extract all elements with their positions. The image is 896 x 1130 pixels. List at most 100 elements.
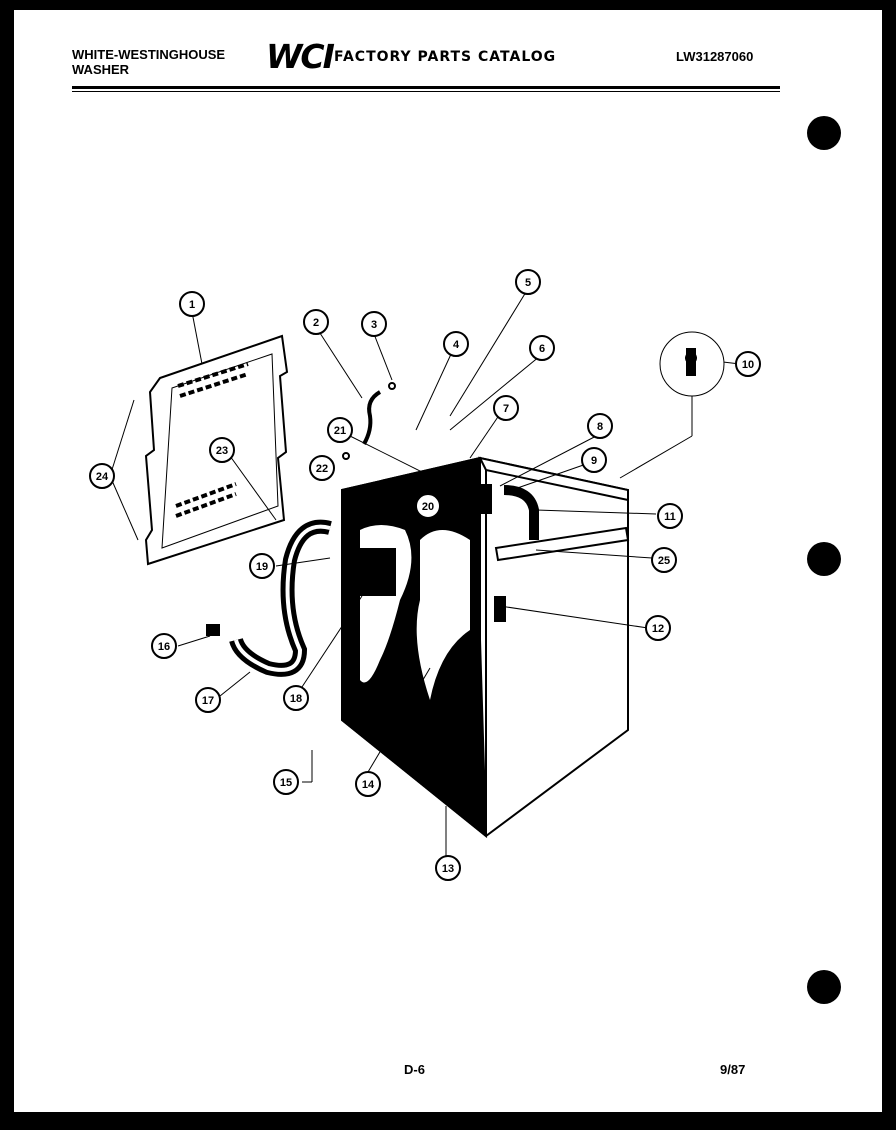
- fitting-part-20: [472, 484, 492, 514]
- inset-detail-circle: [659, 331, 725, 397]
- water-valve-part-18: [356, 548, 396, 596]
- callout-number: 15: [280, 777, 292, 789]
- callout-circle: [651, 547, 677, 573]
- callout-number: 7: [503, 403, 509, 415]
- callout-circle: [581, 447, 607, 473]
- washer-part-16: [206, 624, 220, 636]
- callout-24: 24: [89, 463, 115, 489]
- callout-circle: [443, 331, 469, 357]
- drain-hose: [503, 485, 539, 540]
- callout-circle: [327, 417, 353, 443]
- binder-hole-icon: [807, 542, 841, 576]
- callout-number: 21: [334, 425, 346, 437]
- callout-circle: [657, 503, 683, 529]
- callout-number: 1: [189, 299, 195, 311]
- binder-hole-icon: [807, 970, 841, 1004]
- callout-circle: [493, 395, 519, 421]
- callout-10: 10: [735, 351, 761, 377]
- callout-number: 25: [658, 555, 670, 567]
- clamp-part-3: [388, 382, 396, 390]
- callout-circle: [179, 291, 205, 317]
- callout-number: 14: [362, 779, 375, 791]
- callout-circle: [195, 687, 221, 713]
- brand-line-1: WHITE-WESTINGHOUSE: [72, 47, 226, 62]
- callout-circle: [249, 553, 275, 579]
- callout-number: 10: [742, 359, 754, 371]
- binder-hole-icon: [807, 116, 841, 150]
- callout-number: 2: [313, 317, 319, 329]
- callout-number: 17: [202, 695, 214, 707]
- callout-19: 19: [249, 553, 275, 579]
- header-rule-thin: [72, 91, 780, 92]
- callout-2: 2: [303, 309, 329, 335]
- callout-number: 16: [158, 641, 170, 653]
- callout-circle: [355, 771, 381, 797]
- callout-14: 14: [355, 771, 381, 797]
- callout-22: 22: [309, 455, 335, 481]
- callout-25: 25: [651, 547, 677, 573]
- model-number: LW31287060: [676, 49, 754, 64]
- brand-block: WHITE-WESTINGHOUSE WASHER: [72, 48, 225, 78]
- callout-number: 9: [591, 455, 597, 467]
- callout-6: 6: [529, 335, 555, 361]
- callout-circle: [361, 311, 387, 337]
- header-rule: [72, 86, 780, 89]
- clamp-part-22: [342, 452, 350, 460]
- callout-number: 6: [539, 343, 545, 355]
- callout-number: 20: [422, 501, 434, 513]
- hose-part-21: [362, 390, 382, 445]
- callout-number: 18: [290, 693, 302, 705]
- callout-16: 16: [151, 633, 177, 659]
- callout-circle: [587, 413, 613, 439]
- callout-circle: [515, 269, 541, 295]
- callout-21: 21: [327, 417, 353, 443]
- callout-circle: [283, 685, 309, 711]
- callout-17: 17: [195, 687, 221, 713]
- callout-9: 9: [581, 447, 607, 473]
- callout-circle: [645, 615, 671, 641]
- callout-number: 5: [525, 277, 531, 289]
- callout-circle: [435, 855, 461, 881]
- callout-20: 20: [415, 493, 441, 519]
- callout-23: 23: [209, 437, 235, 463]
- page-code: D-6: [404, 1062, 425, 1077]
- inlet-hose: [229, 519, 332, 677]
- callout-12: 12: [645, 615, 671, 641]
- callout-circle: [735, 351, 761, 377]
- washer-cabinet: [341, 456, 630, 839]
- callout-3: 3: [361, 311, 387, 337]
- callout-number: 12: [652, 623, 664, 635]
- callout-circle: [273, 769, 299, 795]
- callout-circle: [303, 309, 329, 335]
- callout-number: 24: [96, 471, 109, 483]
- callout-1: 1: [179, 291, 205, 317]
- callout-4: 4: [443, 331, 469, 357]
- callout-11: 11: [657, 503, 683, 529]
- callout-8: 8: [587, 413, 613, 439]
- callout-circle: [209, 437, 235, 463]
- callout-number: 19: [256, 561, 268, 573]
- callout-circle: [151, 633, 177, 659]
- callout-number: 3: [371, 319, 377, 331]
- callout-circle: [309, 455, 335, 481]
- callout-circle: [529, 335, 555, 361]
- callout-7: 7: [493, 395, 519, 421]
- callout-13: 13: [435, 855, 461, 881]
- callout-18: 18: [283, 685, 309, 711]
- catalog-date: 9/87: [720, 1062, 746, 1077]
- switch-part-12: [494, 596, 506, 622]
- callout-5: 5: [515, 269, 541, 295]
- callout-15: 15: [273, 769, 299, 795]
- callout-circle: [89, 463, 115, 489]
- wci-logo: WCI: [266, 37, 335, 76]
- catalog-title: FACTORY PARTS CATALOG: [334, 49, 557, 65]
- brand-line-2: WASHER: [72, 62, 130, 77]
- callout-number: 13: [442, 863, 454, 875]
- callout-number: 8: [597, 421, 603, 433]
- callout-circle: [415, 493, 441, 519]
- callout-number: 11: [664, 511, 676, 523]
- callout-number: 23: [216, 445, 228, 457]
